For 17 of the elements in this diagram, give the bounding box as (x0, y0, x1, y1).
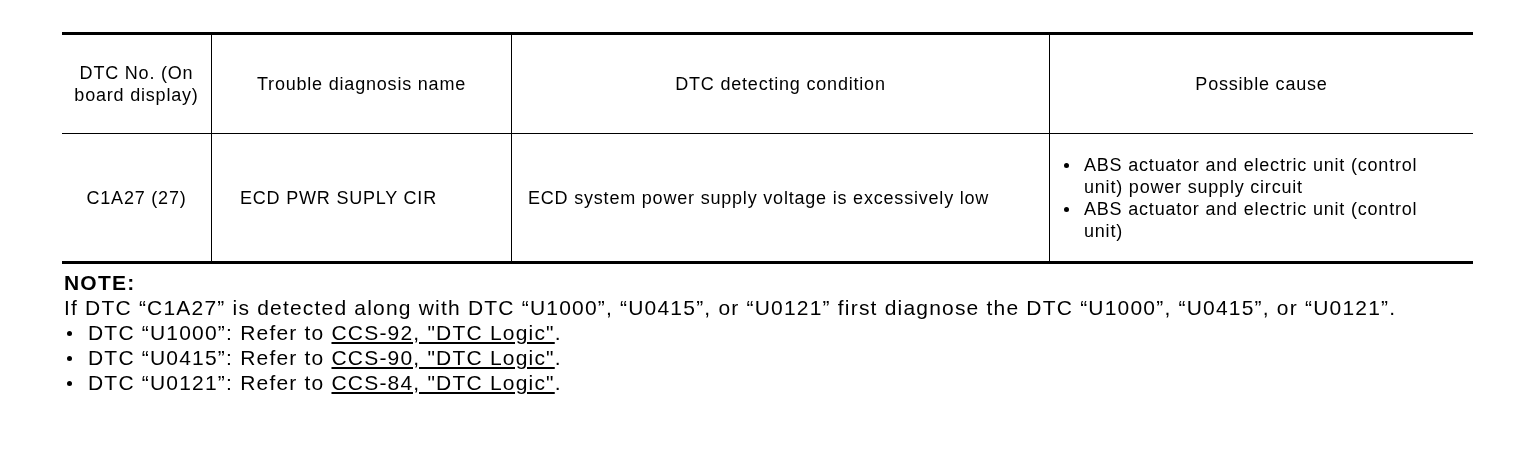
table-cell-text: DTC No. (On board display) (73, 62, 200, 106)
table-cell-text: ABS actuator and electric unit (control unit) (1084, 197, 1419, 242)
table-cell: ECD PWR SUPLY CIR (240, 186, 437, 209)
table-cell: Possible cause (1195, 73, 1328, 95)
table-cell: C1A27 (27) (86, 186, 187, 209)
table-cell: Trouble diagnosis name (256, 73, 466, 95)
reference-link: CCS-90, "DTC Logic" (331, 346, 555, 369)
table-cell: ECD system power supply voltage is excessively low (528, 186, 990, 209)
note-paragraph: If DTC “C1A27” is detected along with DTC “U1000”, “U0415”, or “U0121” first diagnose the DTC “U1000”, “U0415”, or “U0121”. (64, 295, 1398, 320)
note-heading: NOTE: (64, 271, 136, 294)
bullet-item: DTC “U0121”: Refer to CCS-84, "DTC Logic". (88, 370, 562, 395)
bullet-item: DTC “U0415”: Refer to CCS-90, "DTC Logic". (88, 345, 562, 370)
bullet-item: DTC “U1000”: Refer to CCS-92, "DTC Logic". (88, 320, 562, 345)
reference-link: CCS-92, "DTC Logic" (331, 321, 555, 344)
reference-link: CCS-84, "DTC Logic" (331, 371, 555, 394)
table-cell-text: ABS actuator and electric unit (control unit) power supply circuit (1084, 153, 1419, 198)
table-cell: DTC detecting condition (675, 73, 886, 95)
